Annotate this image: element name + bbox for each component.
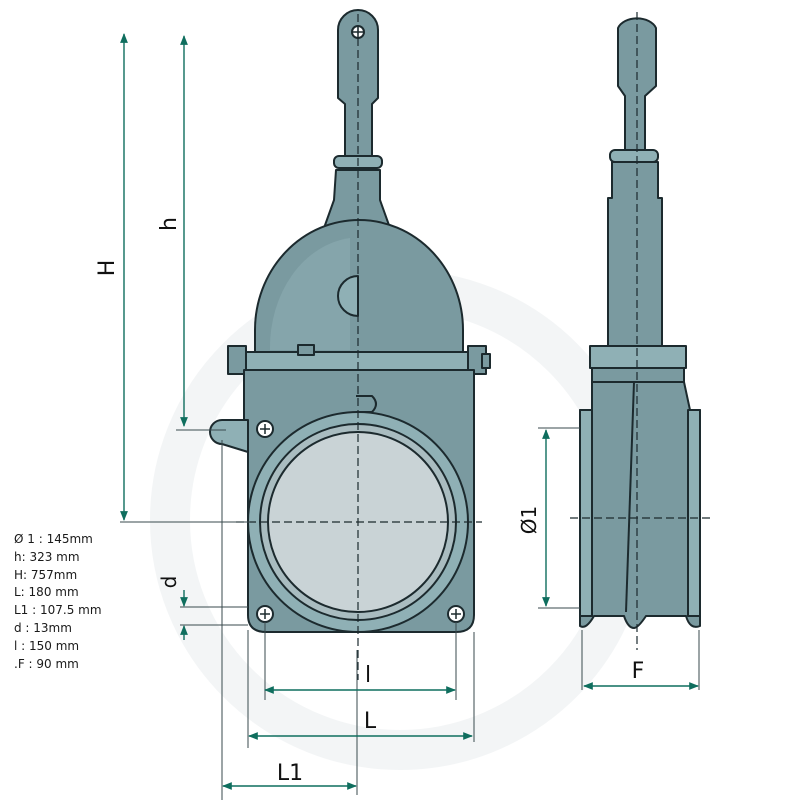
dim-label-diameter: Ø1 — [517, 506, 541, 534]
front-centerlines — [236, 14, 482, 680]
side-view — [579, 17, 701, 629]
spec-item-H: H: 757mm — [14, 567, 78, 582]
dim-label-L: L — [364, 709, 377, 734]
side-tab — [209, 419, 249, 453]
spec-list: Ø 1 : 145mm h: 323 mm H: 757mm L: 180 mm… — [14, 531, 102, 673]
dimension-lines — [120, 33, 700, 800]
side-centerlines — [570, 12, 710, 650]
spec-item-L: L: 180 mm — [14, 585, 79, 600]
dim-label-d: d — [157, 576, 181, 589]
spec-item-F: .F : 90 mm — [14, 656, 79, 671]
spec-item-h: h: 323 mm — [14, 549, 80, 564]
dim-label-F: F — [632, 659, 645, 684]
side-body — [579, 381, 701, 629]
spec-item-L1: L1 : 107.5 mm — [14, 603, 102, 618]
spec-item-l: l : 150 mm — [14, 638, 80, 653]
spec-item-d: d : 13mm — [14, 620, 72, 635]
dome-boss — [337, 275, 359, 317]
dim-label-h: h — [157, 217, 182, 231]
dim-label-L1: L1 — [277, 761, 303, 786]
side-flange — [589, 345, 687, 369]
dim-label-H: H — [95, 260, 120, 277]
dim-label-l: l — [365, 663, 371, 688]
stem-handle — [337, 9, 379, 161]
spec-item-diameter: Ø 1 : 145mm — [14, 532, 93, 546]
